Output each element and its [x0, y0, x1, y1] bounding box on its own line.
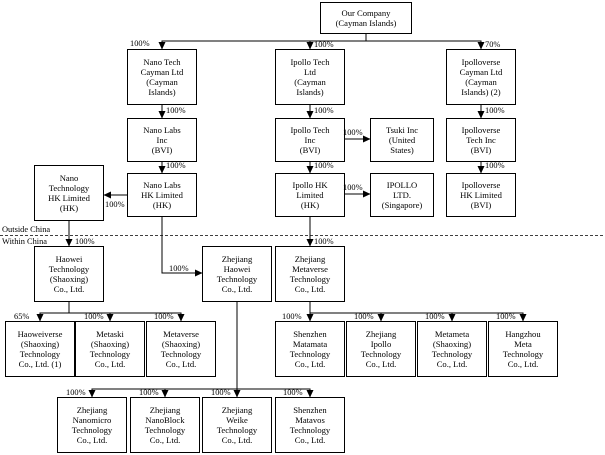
entity-our-company: Our Company (Cayman Islands): [320, 2, 412, 34]
ownership-arrow-ipolloverse-cayman: [366, 40, 485, 50]
ownership-arrow-shenzhen-matavos: [237, 388, 314, 398]
entity-ipollo-singapore: IPOLLO LTD. (Singapore): [370, 173, 434, 217]
ownership-pct-haoweiverse: 65%: [14, 312, 30, 321]
entity-metaverse-shaoxing: Metaverse (Shaoxing) Technology Co., Ltd…: [146, 321, 216, 377]
ownership-pct-zhejiang-weike: 100%: [211, 388, 231, 397]
ownership-arrow-haoweiverse: [36, 302, 70, 322]
ownership-pct-hangzhou-meta: 100%: [496, 312, 516, 321]
entity-zhejiang-ipollo: Zhejiang Ipollo Technology Co., Ltd.: [346, 321, 416, 377]
ownership-arrow-nano-tech-cayman: [158, 34, 367, 50]
ownership-pct-zhejiang-nanoblock: 100%: [139, 388, 159, 397]
entity-ipollo-hk: Ipollo HK Limited (HK): [275, 173, 345, 217]
ownership-pct-ipollo-singapore: 100%: [343, 183, 363, 192]
ownership-pct-shenzhen-matamata: 100%: [282, 312, 302, 321]
entity-ipolloverse-tech-inc: Ipolloverse Tech Inc (BVI): [446, 118, 516, 162]
ownership-pct-ipolloverse-hk: 100%: [485, 161, 505, 170]
entity-ipollo-tech-inc: Ipollo Tech Inc (BVI): [275, 118, 345, 162]
entity-metameta: Metameta (Shaoxing) Technology Co., Ltd.: [417, 321, 487, 377]
entity-zhejiang-weike: Zhejiang Weike Technology Co., Ltd.: [202, 397, 272, 453]
entity-nano-tech-cayman: Nano Tech Cayman Ltd (Cayman Islands): [127, 49, 197, 105]
entity-ipolloverse-cayman: Ipolloverse Cayman Ltd (Cayman Islands) …: [446, 49, 516, 105]
ownership-pct-zhejiang-haowei: 100%: [169, 264, 189, 273]
ownership-pct-metameta: 100%: [425, 312, 445, 321]
within-china-label: Within China: [2, 237, 48, 246]
ownership-pct-shenzhen-matavos: 100%: [283, 388, 303, 397]
ownership-pct-nano-technology-hk: 100%: [105, 200, 125, 209]
ownership-pct-tsuki-inc: 100%: [343, 128, 363, 137]
ownership-pct-nano-tech-cayman: 100%: [130, 39, 150, 48]
ownership-pct-ipollo-hk: 100%: [314, 161, 334, 170]
entity-nano-labs-inc: Nano Labs Inc (BVI): [127, 118, 197, 162]
entity-haowei-shaoxing: Haowei Technology (Shaoxing) Co., Ltd.: [34, 246, 104, 302]
entity-shenzhen-matamata: Shenzhen Matamata Technology Co., Ltd.: [275, 321, 345, 377]
entity-haoweiverse: Haoweiverse (Shaoxing) Technology Co., L…: [5, 321, 75, 377]
entity-zhejiang-haowei: Zhejiang Haowei Technology Co., Ltd.: [202, 246, 272, 302]
ownership-pct-zhejiang-ipollo: 100%: [354, 312, 374, 321]
ownership-arrow-hangzhou-meta: [452, 312, 527, 322]
entity-hangzhou-meta: Hangzhou Meta Technology Co., Ltd.: [488, 321, 558, 377]
ownership-pct-ipolloverse-cayman: 70%: [485, 40, 501, 49]
outside-china-label: Outside China: [2, 225, 51, 234]
ownership-pct-metaski: 100%: [84, 312, 104, 321]
entity-zhejiang-nanoblock: Zhejiang NanoBlock Technology Co., Ltd.: [130, 397, 200, 453]
entity-ipollo-tech-ltd: Ipollo Tech Ltd (Cayman Islands): [275, 49, 345, 105]
entity-nano-labs-hk: Nano Labs HK Limited (HK): [127, 173, 197, 217]
ownership-pct-nano-labs-inc: 100%: [166, 106, 186, 115]
ownership-pct-haowei-shaoxing: 100%: [75, 237, 95, 246]
ownership-pct-metaverse-shaoxing: 100%: [154, 312, 174, 321]
ownership-pct-ipollo-tech-inc: 100%: [314, 106, 334, 115]
ownership-arrow-zhejiang-haowei: [161, 217, 203, 277]
ownership-arrow-metaverse-shaoxing: [110, 312, 185, 322]
ownership-pct-ipolloverse-tech-inc: 100%: [485, 106, 505, 115]
ownership-pct-zhejiang-nanomicro: 100%: [66, 388, 86, 397]
entity-zhejiang-nanomicro: Zhejiang Nanomicro Technology Co., Ltd.: [57, 397, 127, 453]
entity-nano-technology-hk: Nano Technology HK Limited (HK): [34, 165, 104, 221]
ownership-pct-zhejiang-metaverse: 100%: [314, 237, 334, 246]
entity-tsuki-inc: Tsuki Inc (United States): [370, 118, 434, 162]
entity-zhejiang-metaverse: Zhejiang Metaverse Technology Co., Ltd.: [275, 246, 345, 302]
entity-metaski: Metaski (Shaoxing) Technology Co., Ltd.: [75, 321, 145, 377]
entity-shenzhen-matavos: Shenzhen Matavos Technology Co., Ltd.: [275, 397, 345, 453]
entity-ipolloverse-hk: Ipolloverse HK Limited (BVI): [446, 173, 516, 217]
ownership-pct-nano-labs-hk: 100%: [166, 161, 186, 170]
ownership-pct-ipollo-tech-ltd: 100%: [314, 40, 334, 49]
